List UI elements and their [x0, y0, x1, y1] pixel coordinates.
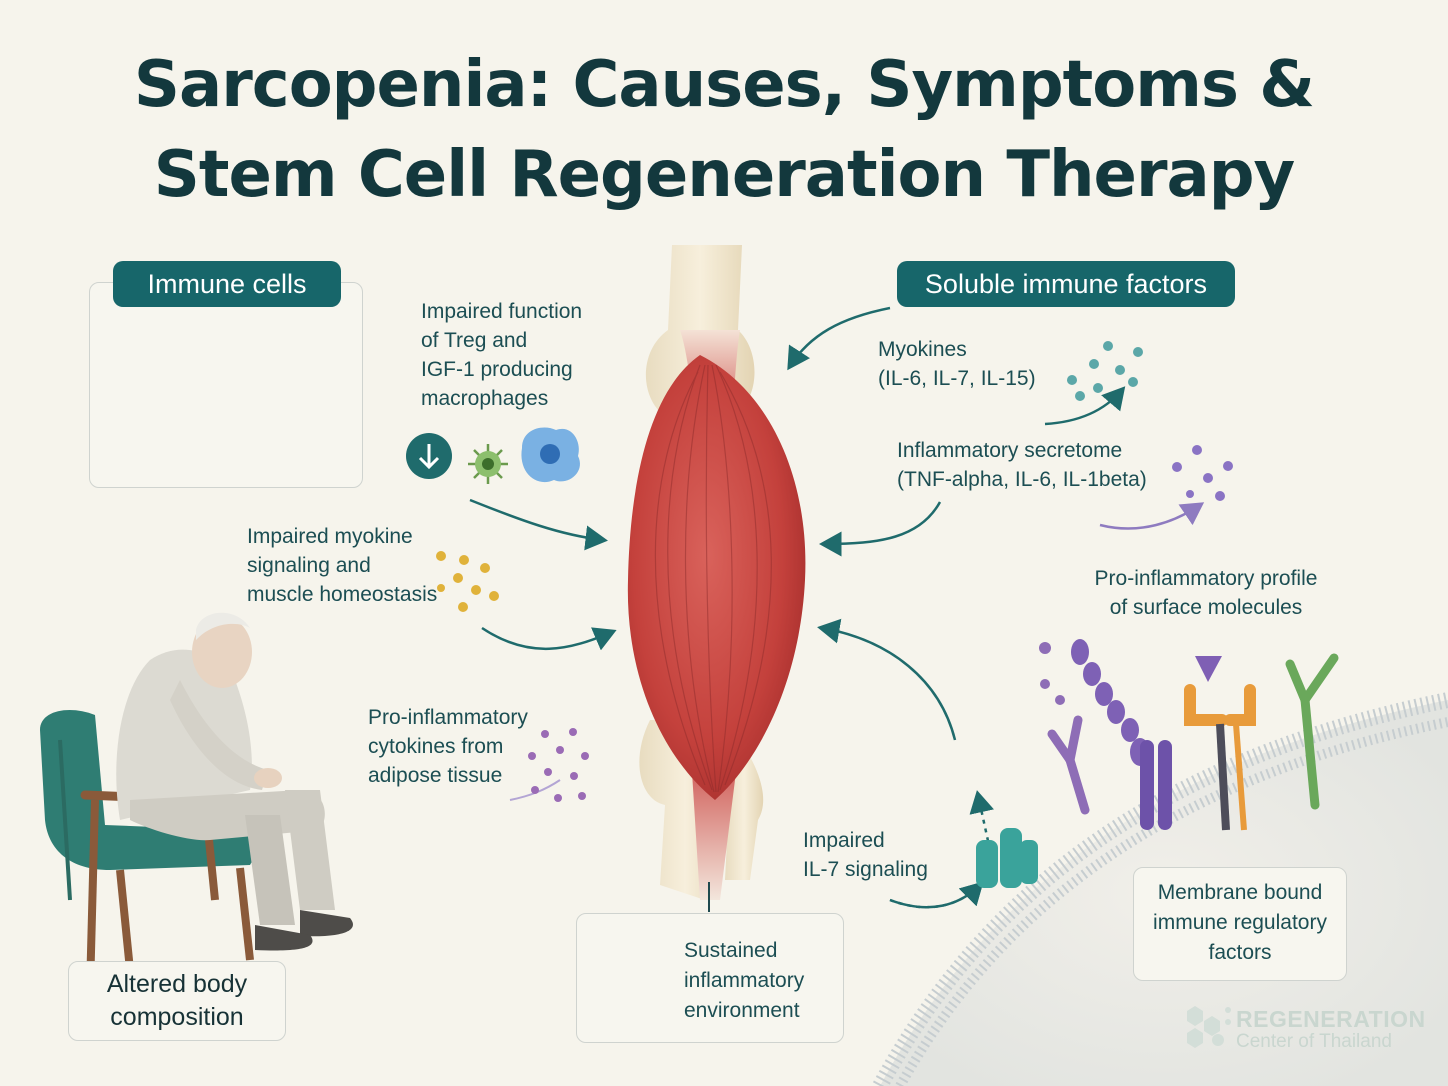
page-title: Sarcopenia: Causes, Symptoms & Stem Cell…: [0, 40, 1448, 220]
secretome-dots: [1172, 445, 1233, 501]
soluble-factors-heading: Soluble immune factors: [897, 261, 1235, 307]
treg-line-3: IGF-1 producing: [421, 358, 573, 381]
elderly-man-illustration: [40, 612, 353, 991]
il7-label: Impaired IL-7 signaling: [803, 826, 928, 884]
adipose-cytokine-dots: [528, 728, 589, 802]
membrane-factors-box: Membrane bound immune regulatory factors: [1133, 867, 1347, 981]
brand-name: REGENERATION: [1236, 1006, 1426, 1032]
small-blue-macrophage: [521, 427, 580, 483]
membrane-line-1: Membrane bound: [1157, 881, 1323, 904]
surface-line-2: of surface molecules: [1109, 596, 1303, 619]
regeneration-logo-icon: [1187, 1006, 1231, 1048]
surface-molecules-label: Pro-inflammatory profile of surface mole…: [1086, 564, 1326, 622]
sustained-label: Sustained inflammatory environment: [684, 936, 804, 1026]
treg-label: Impaired function of Treg and IGF-1 prod…: [421, 297, 582, 413]
treg-line-2: of Treg and: [421, 329, 528, 352]
sustained-line-3: environment: [684, 999, 800, 1022]
immune-cells-heading: Immune cells: [113, 261, 341, 307]
myokine-signaling-line-3: muscle homeostasis: [247, 583, 438, 606]
body-composition-line-2: composition: [110, 1003, 244, 1031]
immune-cells-panel: [89, 282, 363, 488]
adipose-line-3: adipose tissue: [368, 764, 503, 787]
secretome-line-2: (TNF-alpha, IL-6, IL-1beta): [897, 468, 1147, 491]
treg-line-1: Impaired function: [421, 300, 583, 323]
myokine-dots: [436, 551, 499, 612]
myokine-factor-dots: [1067, 341, 1143, 401]
adipose-line-1: Pro-inflammatory: [368, 706, 528, 729]
arrows: [469, 306, 1126, 909]
myokines-label: Myokines (IL-6, IL-7, IL-15): [878, 335, 1036, 393]
membrane-line-2: immune regulatory: [1153, 911, 1327, 934]
down-arrow-icon: [406, 433, 452, 479]
secretome-label: Inflammatory secretome (TNF-alpha, IL-6,…: [897, 436, 1147, 494]
myokines-line-2: (IL-6, IL-7, IL-15): [878, 367, 1036, 390]
myokine-signaling-line-1: Impaired myokine: [247, 525, 413, 548]
body-composition-box: Altered body composition: [68, 961, 286, 1041]
surface-line-1: Pro-inflammatory profile: [1094, 567, 1318, 590]
body-composition-line-1: Altered body: [106, 970, 248, 998]
secretome-line-1: Inflammatory secretome: [897, 439, 1123, 462]
myokine-signaling-line-2: signaling and: [247, 554, 371, 577]
brand-subtitle: Center of Thailand: [1236, 1031, 1392, 1052]
il7-line-2: IL-7 signaling: [803, 858, 928, 881]
brand-watermark: REGENERATION Center of Thailand: [1236, 1006, 1426, 1052]
myokines-line-1: Myokines: [878, 338, 967, 361]
adipose-label: Pro-inflammatory cytokines from adipose …: [368, 703, 528, 790]
surface-receptors: [976, 639, 1339, 888]
sustained-inflammation-box: [576, 913, 844, 1043]
membrane-line-3: factors: [1208, 941, 1272, 964]
treg-line-4: macrophages: [421, 387, 549, 410]
sustained-line-1: Sustained: [684, 939, 778, 962]
title-line-2: Stem Cell Regeneration Therapy: [153, 138, 1295, 212]
adipose-line-2: cytokines from: [368, 735, 504, 758]
title-line-1: Sarcopenia: Causes, Symptoms &: [133, 48, 1315, 122]
muscle-belly: [627, 355, 806, 800]
il7-line-1: Impaired: [803, 829, 885, 852]
small-green-cell: [468, 444, 508, 484]
sustained-line-2: inflammatory: [684, 969, 805, 992]
myokine-signaling-label: Impaired myokine signaling and muscle ho…: [247, 522, 437, 609]
